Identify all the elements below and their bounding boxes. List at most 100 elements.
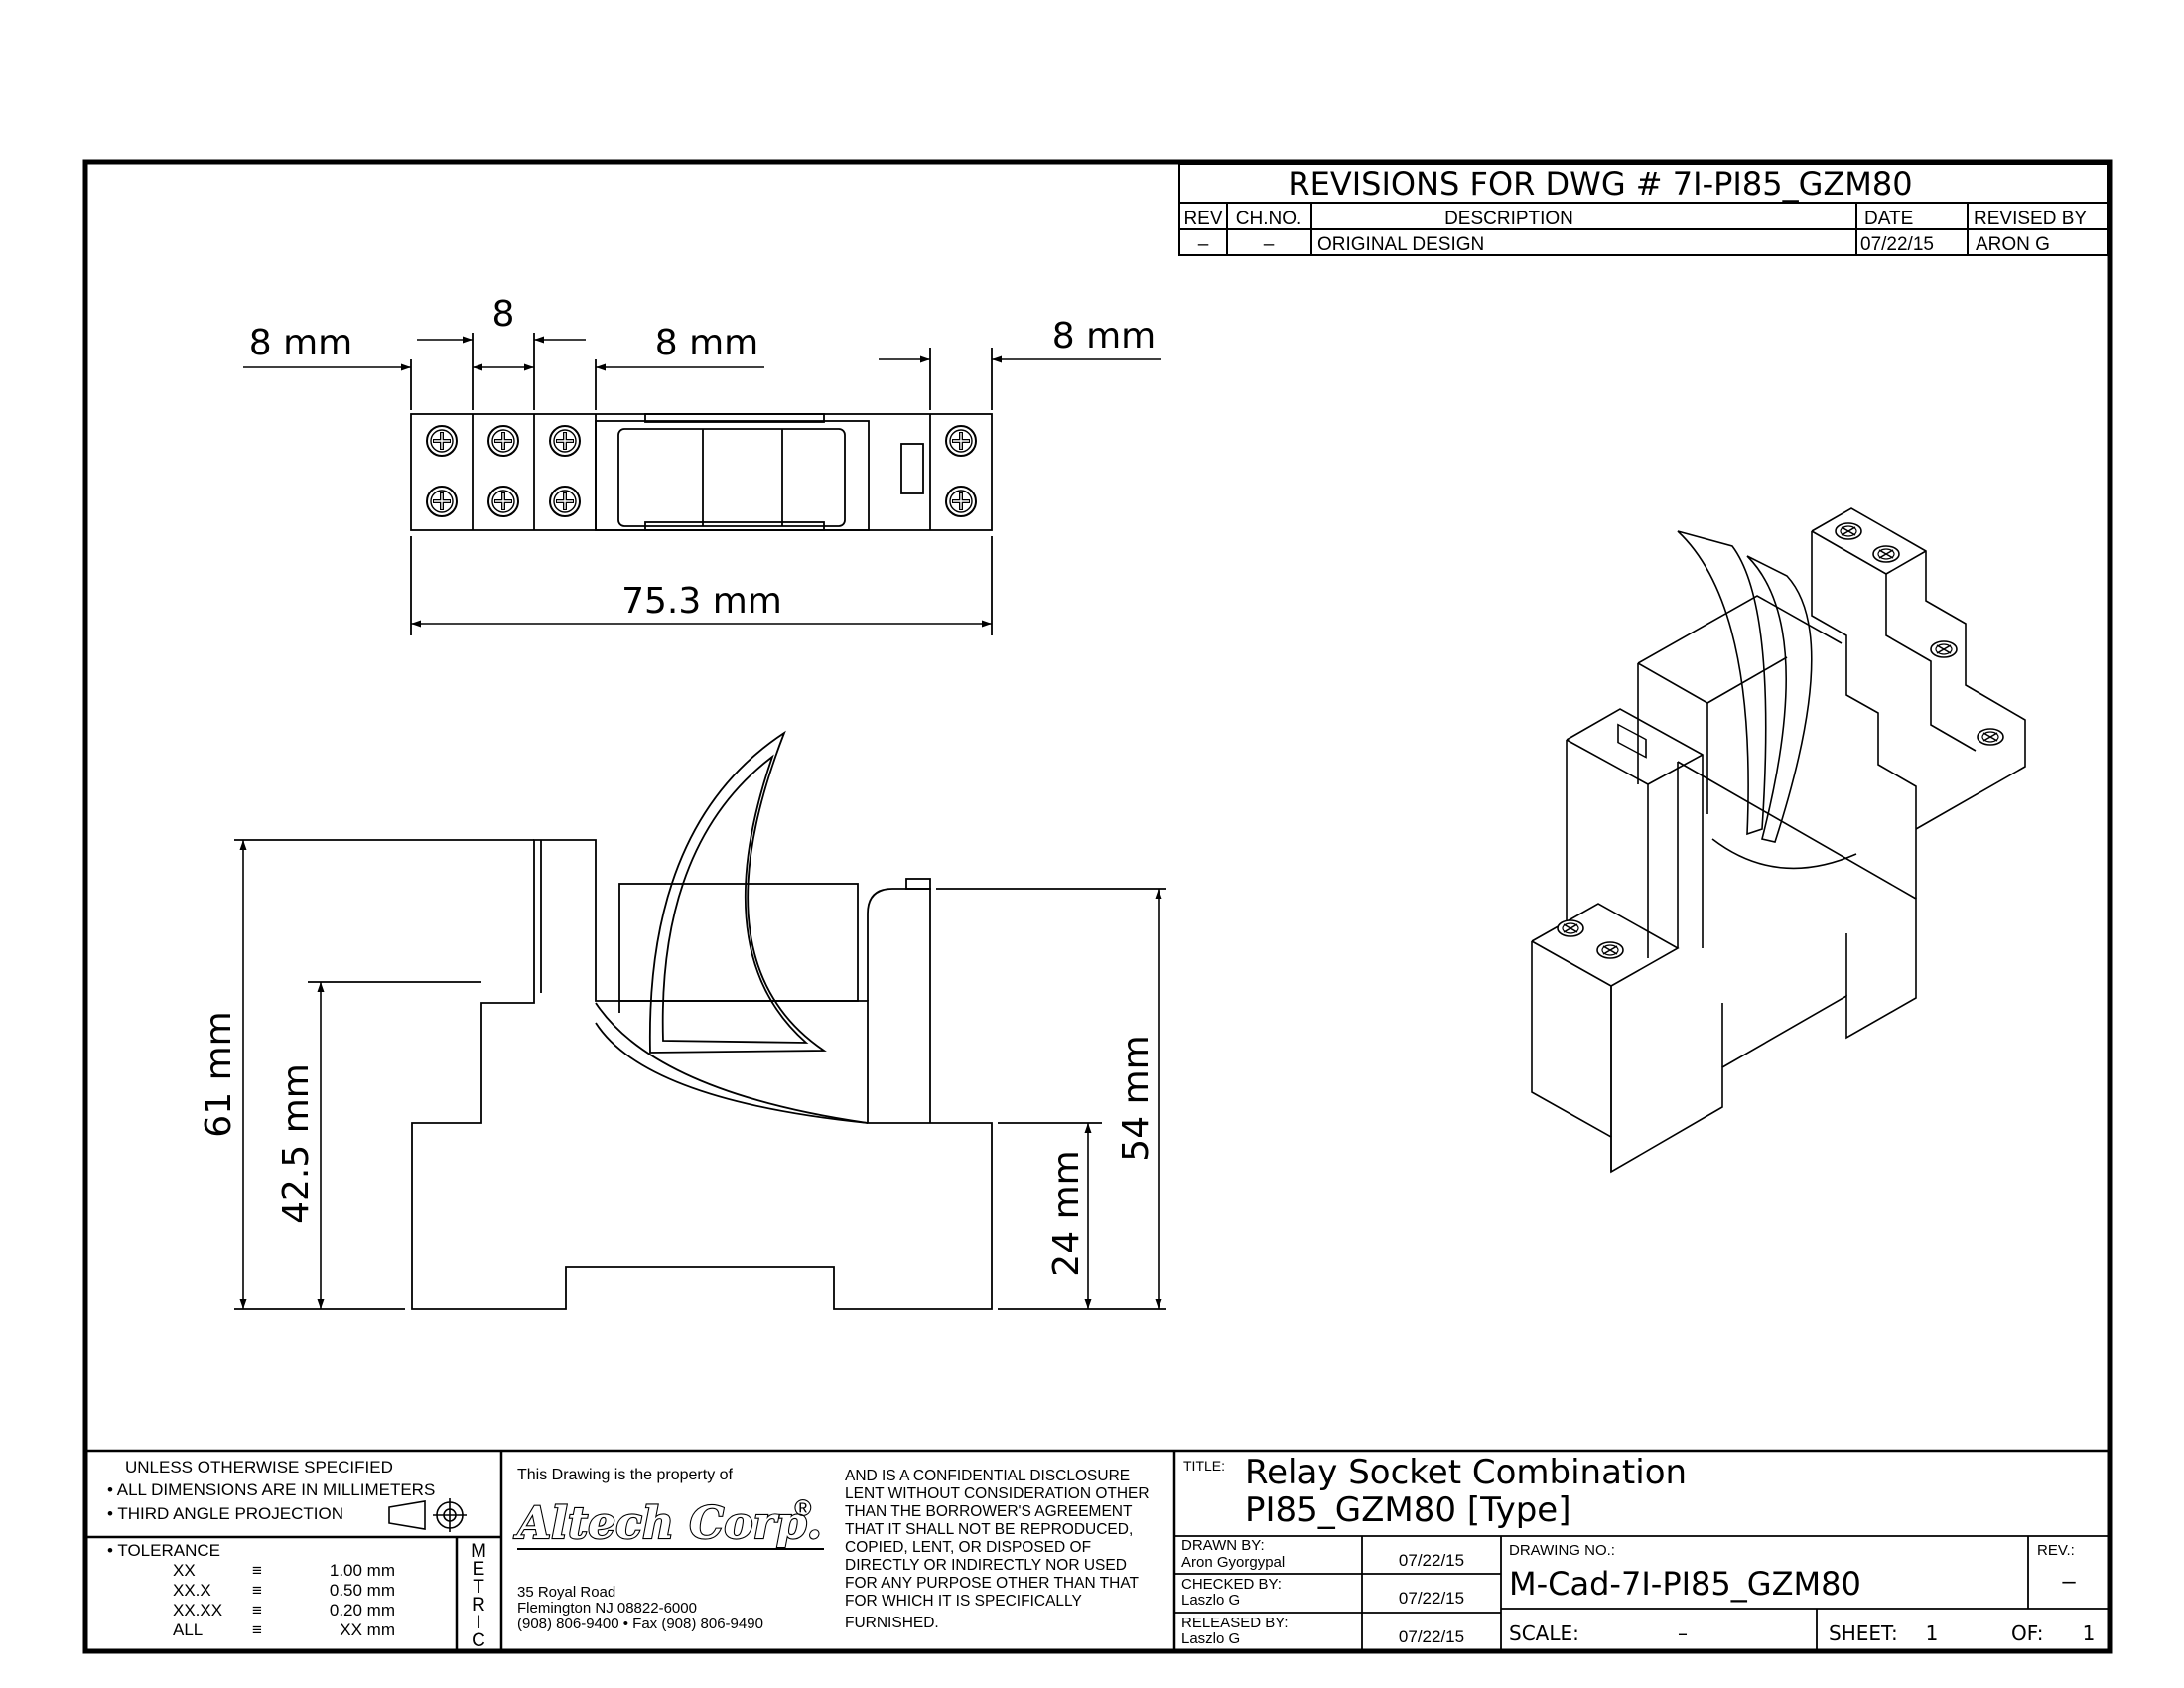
date-header: DATE — [1864, 209, 1913, 229]
checked-by: Laszlo G — [1181, 1592, 1240, 1609]
rev-label: REV.: — [2037, 1542, 2075, 1559]
iso-screw-icon — [1557, 919, 1584, 937]
released-date: 07/22/15 — [1399, 1627, 1464, 1646]
tolerance-sym: ≡ — [252, 1601, 262, 1619]
dim-side-height-base: 24 mm — [1046, 1150, 1087, 1276]
tolerance-key: XX.XX — [173, 1601, 222, 1619]
dim-side-height-socket: 54 mm — [1116, 1035, 1157, 1161]
tolerance-value: XX mm — [340, 1620, 395, 1639]
tolerance-sym: ≡ — [252, 1561, 262, 1580]
tolerance-sym: ≡ — [252, 1620, 262, 1639]
iso-screw-icon — [1930, 640, 1958, 658]
tolerance-value: 1.00 mm — [330, 1561, 395, 1580]
side-view — [234, 730, 1166, 1310]
property-text: This Drawing is the property of — [517, 1467, 734, 1483]
iso-screw-icon — [1977, 728, 2004, 746]
top-view — [410, 333, 993, 635]
sheet-value: 1 — [1926, 1621, 1939, 1645]
disclosure-line: FOR WHICH IT IS SPECIFICALLY — [845, 1593, 1082, 1610]
revisions-table — [1178, 163, 2109, 256]
tolerance-label: • TOLERANCE — [107, 1541, 220, 1560]
tolerance-value: 0.50 mm — [330, 1581, 395, 1600]
notes-line3: • THIRD ANGLE PROJECTION — [107, 1504, 343, 1523]
scale-value: – — [1678, 1621, 1688, 1645]
tolerance-key: ALL — [173, 1620, 203, 1639]
disclosure-line: FOR ANY PURPOSE OTHER THAN THAT — [845, 1575, 1140, 1592]
dim-top-left: 8 mm — [249, 323, 352, 363]
metric-letter: I — [476, 1613, 480, 1633]
terminal-screw-icon — [486, 424, 520, 458]
dim-side-height-mid: 42.5 mm — [276, 1063, 317, 1224]
metric-letter: T — [473, 1577, 484, 1598]
notes-line1: UNLESS OTHERWISE SPECIFIED — [125, 1458, 393, 1477]
terminal-screw-icon — [548, 485, 582, 518]
isometric-view — [1531, 507, 2026, 1174]
chno-header: CH.NO. — [1236, 209, 1302, 229]
notes-line2: • ALL DIMENSIONS ARE IN MILLIMETERS — [107, 1480, 435, 1499]
tolerance-key: XX — [173, 1561, 196, 1580]
company-phone: (908) 806-9400 • Fax (908) 806-9490 — [517, 1616, 763, 1632]
drawing-no-label: DRAWING NO.: — [1509, 1542, 1615, 1559]
revision-row-date: 07/22/15 — [1860, 234, 1934, 255]
scale-label: SCALE: — [1509, 1621, 1579, 1645]
company-address2: Flemington NJ 08822-6000 — [517, 1600, 697, 1617]
title-block — [85, 1449, 2110, 1651]
released-by: Laszlo G — [1181, 1630, 1240, 1647]
of-value: 1 — [2083, 1621, 2096, 1645]
disclosure-line: COPIED, LENT, OR DISPOSED OF — [845, 1539, 1091, 1556]
terminal-screw-icon — [425, 485, 459, 518]
terminal-screw-icon — [944, 424, 978, 458]
dim-top-middle: 8 — [492, 294, 515, 335]
disclosure-line: THAN THE BORROWER'S AGREEMENT — [845, 1503, 1133, 1520]
iso-screw-icon — [1835, 522, 1862, 540]
revision-row-description: ORIGINAL DESIGN — [1317, 234, 1484, 255]
drawn-by: Aron Gyorgypal — [1181, 1554, 1285, 1571]
title-line1: Relay Socket Combination — [1245, 1453, 1687, 1492]
disclosure-line: LENT WITHOUT CONSIDERATION OTHER — [845, 1485, 1150, 1502]
disclosure-line: AND IS A CONFIDENTIAL DISCLOSURE — [845, 1468, 1130, 1484]
tolerance-sym: ≡ — [252, 1581, 262, 1600]
registered-mark: ® — [794, 1495, 812, 1522]
checked-by-label: CHECKED BY: — [1181, 1576, 1282, 1593]
terminal-screw-icon — [944, 485, 978, 518]
disclosure-line: FURNISHED. — [845, 1615, 939, 1631]
revision-row-chno: – — [1264, 234, 1275, 255]
terminal-screw-icon — [486, 485, 520, 518]
company-logo: Altech Corp. — [513, 1498, 822, 1549]
revision-row-revised-by: ARON G — [1976, 234, 2050, 255]
description-header: DESCRIPTION — [1444, 209, 1573, 229]
released-by-label: RELEASED BY: — [1181, 1615, 1289, 1631]
dim-side-height-total: 61 mm — [199, 1011, 239, 1137]
iso-screw-icon — [1596, 941, 1624, 959]
third-angle-projection-icon — [388, 1498, 467, 1532]
rev-header: REV — [1183, 209, 1222, 229]
dim-top-right: 8 mm — [1052, 316, 1156, 356]
dim-top-overall: 75.3 mm — [621, 581, 782, 622]
revised-by-header: REVISED BY — [1974, 209, 2087, 229]
revision-row-rev: – — [1198, 234, 1209, 255]
drawn-by-label: DRAWN BY: — [1181, 1537, 1265, 1554]
rev-value: – — [2062, 1568, 2076, 1595]
company-address1: 35 Royal Road — [517, 1584, 615, 1601]
of-label: OF: — [2011, 1621, 2043, 1645]
sheet-label: SHEET: — [1829, 1621, 1898, 1645]
metric-letter: C — [472, 1630, 485, 1651]
metric-letter: M — [471, 1541, 486, 1562]
drawn-date: 07/22/15 — [1399, 1551, 1464, 1570]
title-line2: PI85_GZM80 [Type] — [1245, 1490, 1570, 1530]
terminal-screw-icon — [425, 424, 459, 458]
checked-date: 07/22/15 — [1399, 1589, 1464, 1608]
title-label: TITLE: — [1183, 1458, 1225, 1474]
terminal-screw-icon — [548, 424, 582, 458]
dim-top-center: 8 mm — [655, 323, 758, 363]
revisions-title: REVISIONS FOR DWG # 7I-PI85_GZM80 — [1288, 165, 1912, 203]
sheet-border — [82, 159, 2113, 1654]
disclosure-line: DIRECTLY OR INDIRECTLY NOR USED — [845, 1557, 1127, 1574]
tolerance-key: XX.X — [173, 1581, 211, 1600]
metric-letter: E — [473, 1559, 485, 1580]
iso-screw-icon — [1872, 545, 1900, 563]
metric-letter: R — [472, 1595, 485, 1616]
drawing-no: M-Cad-7I-PI85_GZM80 — [1509, 1565, 1861, 1603]
tolerance-value: 0.20 mm — [330, 1601, 395, 1619]
